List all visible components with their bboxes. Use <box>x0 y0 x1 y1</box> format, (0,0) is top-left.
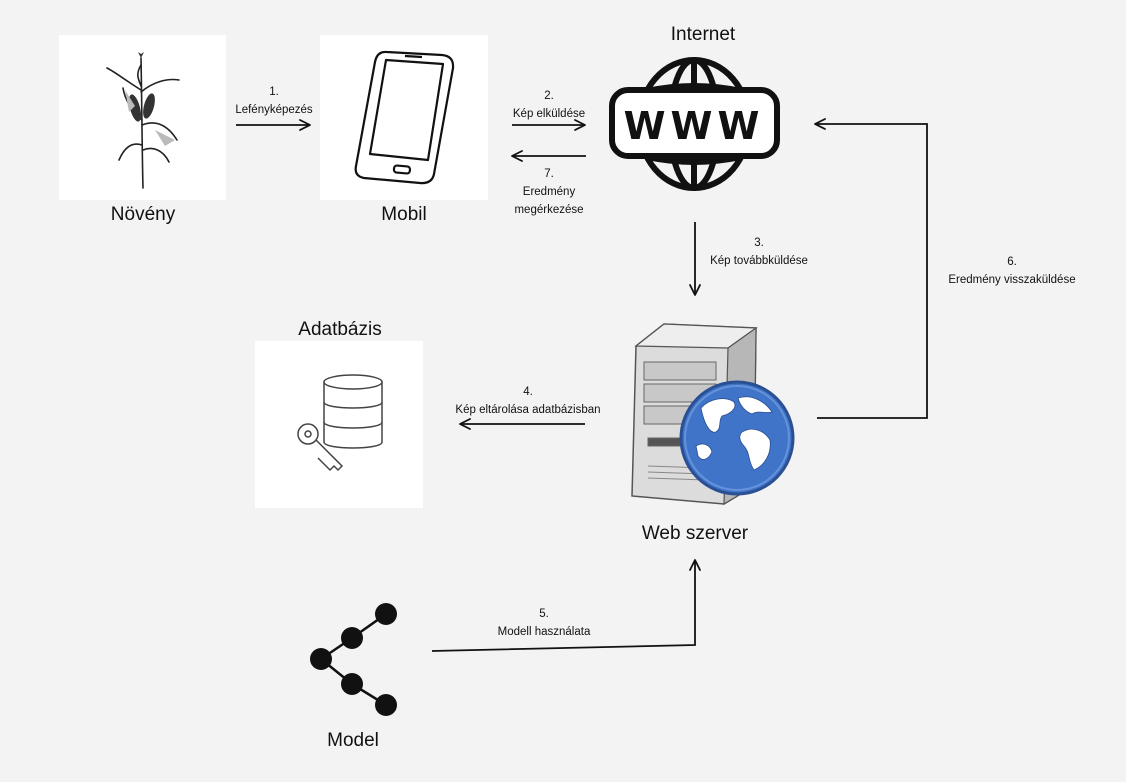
step-5-label: 5. Modell használata <box>479 606 609 642</box>
database-icon <box>297 374 383 472</box>
server-icon <box>631 323 795 506</box>
step-4-number: 4. <box>523 386 533 398</box>
step-3-number: 3. <box>754 237 764 249</box>
step-5-number: 5. <box>539 608 549 620</box>
step-1-number: 1. <box>269 86 279 98</box>
server-title: Web szerver <box>641 523 749 544</box>
step-6-text: Eredmény visszaküldése <box>948 273 1076 286</box>
model-title: Model <box>327 730 379 751</box>
www-text: WWW <box>624 104 765 148</box>
step-2-number: 2. <box>544 90 554 102</box>
step-6-label: 6. Eredmény visszaküldése <box>932 254 1092 290</box>
step-3-text: Kép továbbküldése <box>710 254 808 267</box>
model-tree-icon <box>310 603 397 716</box>
database-title: Adatbázis <box>298 319 382 340</box>
step-7-number: 7. <box>544 168 554 180</box>
plant-title: Növény <box>110 204 176 225</box>
plant-icon <box>106 52 180 189</box>
phone-icon <box>354 50 455 185</box>
arrow-step-5 <box>431 559 701 652</box>
step-1-label: 1. Lefényképezés <box>219 84 329 120</box>
step-7-text: Eredmény <box>522 185 576 198</box>
step-2-label: 2. Kép elküldése <box>494 88 604 124</box>
step-6-number: 6. <box>1007 256 1017 268</box>
step-3-label: 3. Kép továbbküldése <box>694 235 824 271</box>
step-5-text: Modell használata <box>497 625 591 638</box>
step-7-label: 7. Eredmény megérkezése <box>494 166 604 219</box>
mobile-title: Mobil <box>381 204 427 225</box>
www-globe-icon: WWW <box>609 57 780 191</box>
step-2-text: Kép elküldése <box>512 107 586 120</box>
step-4-text: Kép eltárolása adatbázisban <box>455 403 601 416</box>
step-1-text: Lefényképezés <box>235 103 313 116</box>
step-4-label: 4. Kép eltárolása adatbázisban <box>433 384 623 420</box>
step-7-text-line2: megérkezése <box>514 203 584 216</box>
internet-title: Internet <box>670 24 736 45</box>
arrow-step-6 <box>814 118 928 419</box>
